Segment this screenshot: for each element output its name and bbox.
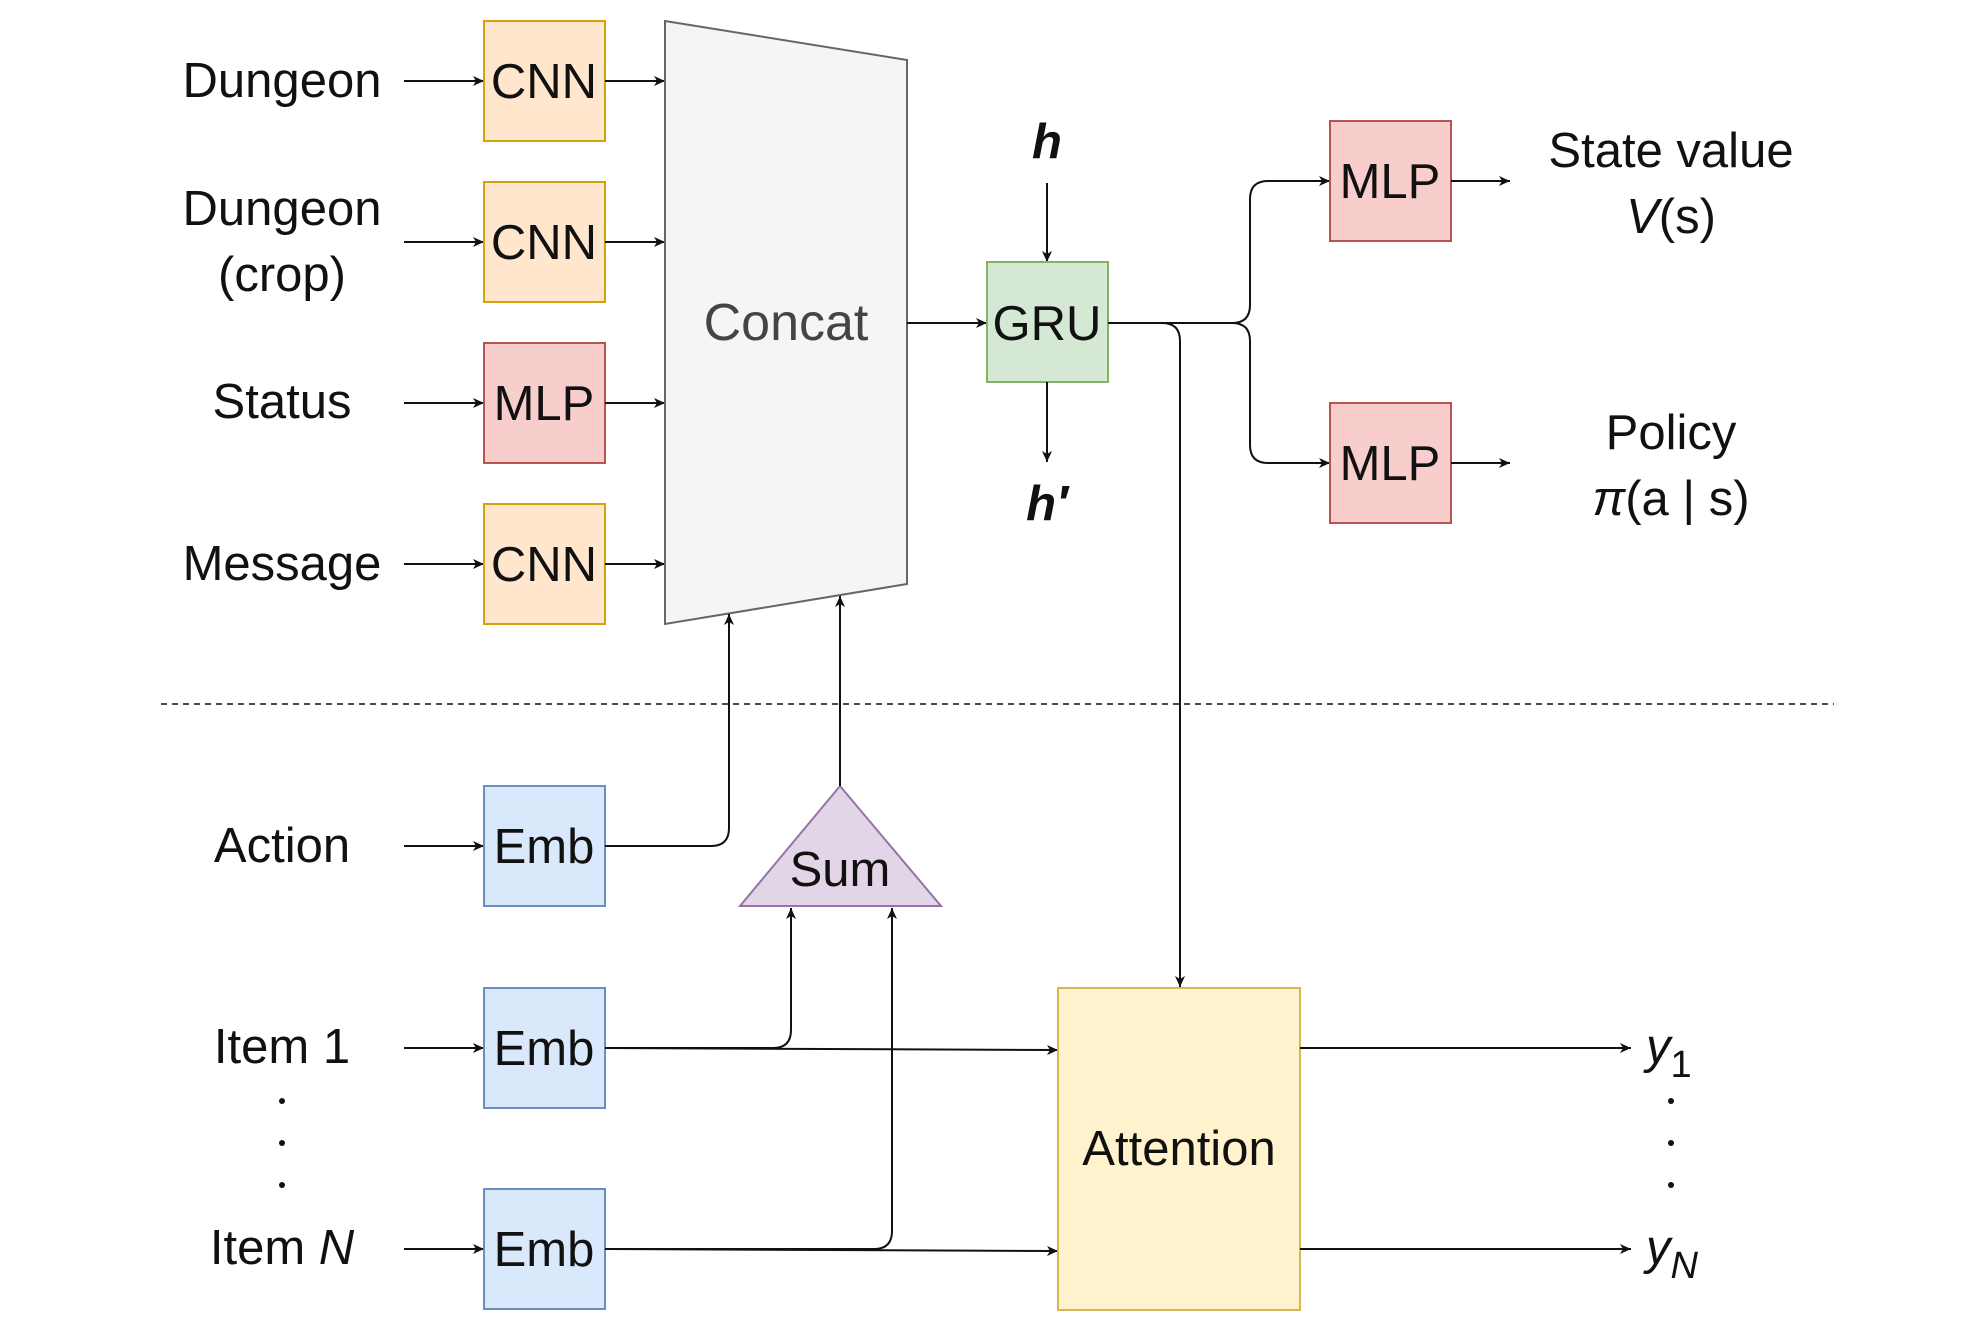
cnn-box-dungeon: CNN — [483, 20, 606, 142]
gru-box: GRU — [986, 261, 1109, 383]
input-label-dungeon: Dungeon — [183, 54, 382, 108]
output-label-yN: yN — [1643, 1221, 1699, 1287]
state-value-formula: V(s) — [1626, 190, 1716, 244]
concat-label: Concat — [704, 294, 869, 352]
input-label-dungeon-crop-line2: (crop) — [218, 248, 346, 302]
input-label-message: Message — [183, 537, 382, 591]
input-label-dungeon-crop-line1: Dungeon — [183, 182, 382, 236]
cnn-label: CNN — [491, 216, 597, 270]
gru-label: GRU — [993, 297, 1102, 351]
edge-item1-attention — [604, 1044, 1059, 1055]
edge-gru-attention — [1108, 322, 1185, 987]
edge-gru-mlp-value — [1108, 176, 1330, 324]
edge-itemN-attention — [604, 1245, 1059, 1256]
input-label-status: Status — [213, 375, 352, 429]
policy-label: Policy — [1606, 406, 1737, 460]
emb-label: Emb — [494, 820, 595, 874]
vertical-ellipsis-outputs — [1668, 1098, 1674, 1188]
edge-item1-sum — [605, 908, 796, 1049]
cnn-label: CNN — [491, 55, 597, 109]
emb-box-item-1: Emb — [483, 987, 606, 1109]
input-label-action: Action — [214, 819, 350, 873]
mlp-box-policy-head: MLP — [1329, 402, 1452, 524]
vertical-ellipsis-items — [279, 1098, 285, 1188]
hidden-state-in-label: h — [1032, 115, 1062, 169]
cnn-box-message: CNN — [483, 503, 606, 625]
edge-action-emb-concat — [605, 614, 734, 847]
input-label-item-1: Item 1 — [214, 1020, 350, 1074]
mlp-box-value-head: MLP — [1329, 120, 1452, 242]
emb-label: Emb — [494, 1223, 595, 1277]
emb-box-item-n: Emb — [483, 1188, 606, 1310]
input-label-item-n: Item N — [210, 1221, 355, 1275]
attention-block: Attention — [1057, 987, 1301, 1311]
sum-block: Sum — [737, 784, 944, 907]
edge-gru-mlp-policy — [1231, 322, 1330, 468]
emb-box-action: Emb — [483, 785, 606, 907]
mlp-label: MLP — [494, 377, 595, 431]
mlp-label: MLP — [1340, 155, 1441, 209]
mlp-label: MLP — [1340, 437, 1441, 491]
edge-itemN-sum — [605, 908, 897, 1250]
output-label-y1: y1 — [1643, 1020, 1692, 1086]
hidden-state-out-label: h′ — [1026, 477, 1070, 531]
cnn-box-dungeon-crop: CNN — [483, 181, 606, 303]
mlp-box-status: MLP — [483, 342, 606, 464]
state-value-label: State value — [1548, 124, 1793, 178]
emb-label: Emb — [494, 1022, 595, 1076]
concat-block: Concat — [664, 19, 908, 626]
sum-label: Sum — [790, 843, 891, 897]
policy-formula: π(a | s) — [1592, 472, 1749, 526]
cnn-label: CNN — [491, 538, 597, 592]
attention-label: Attention — [1082, 1122, 1275, 1176]
